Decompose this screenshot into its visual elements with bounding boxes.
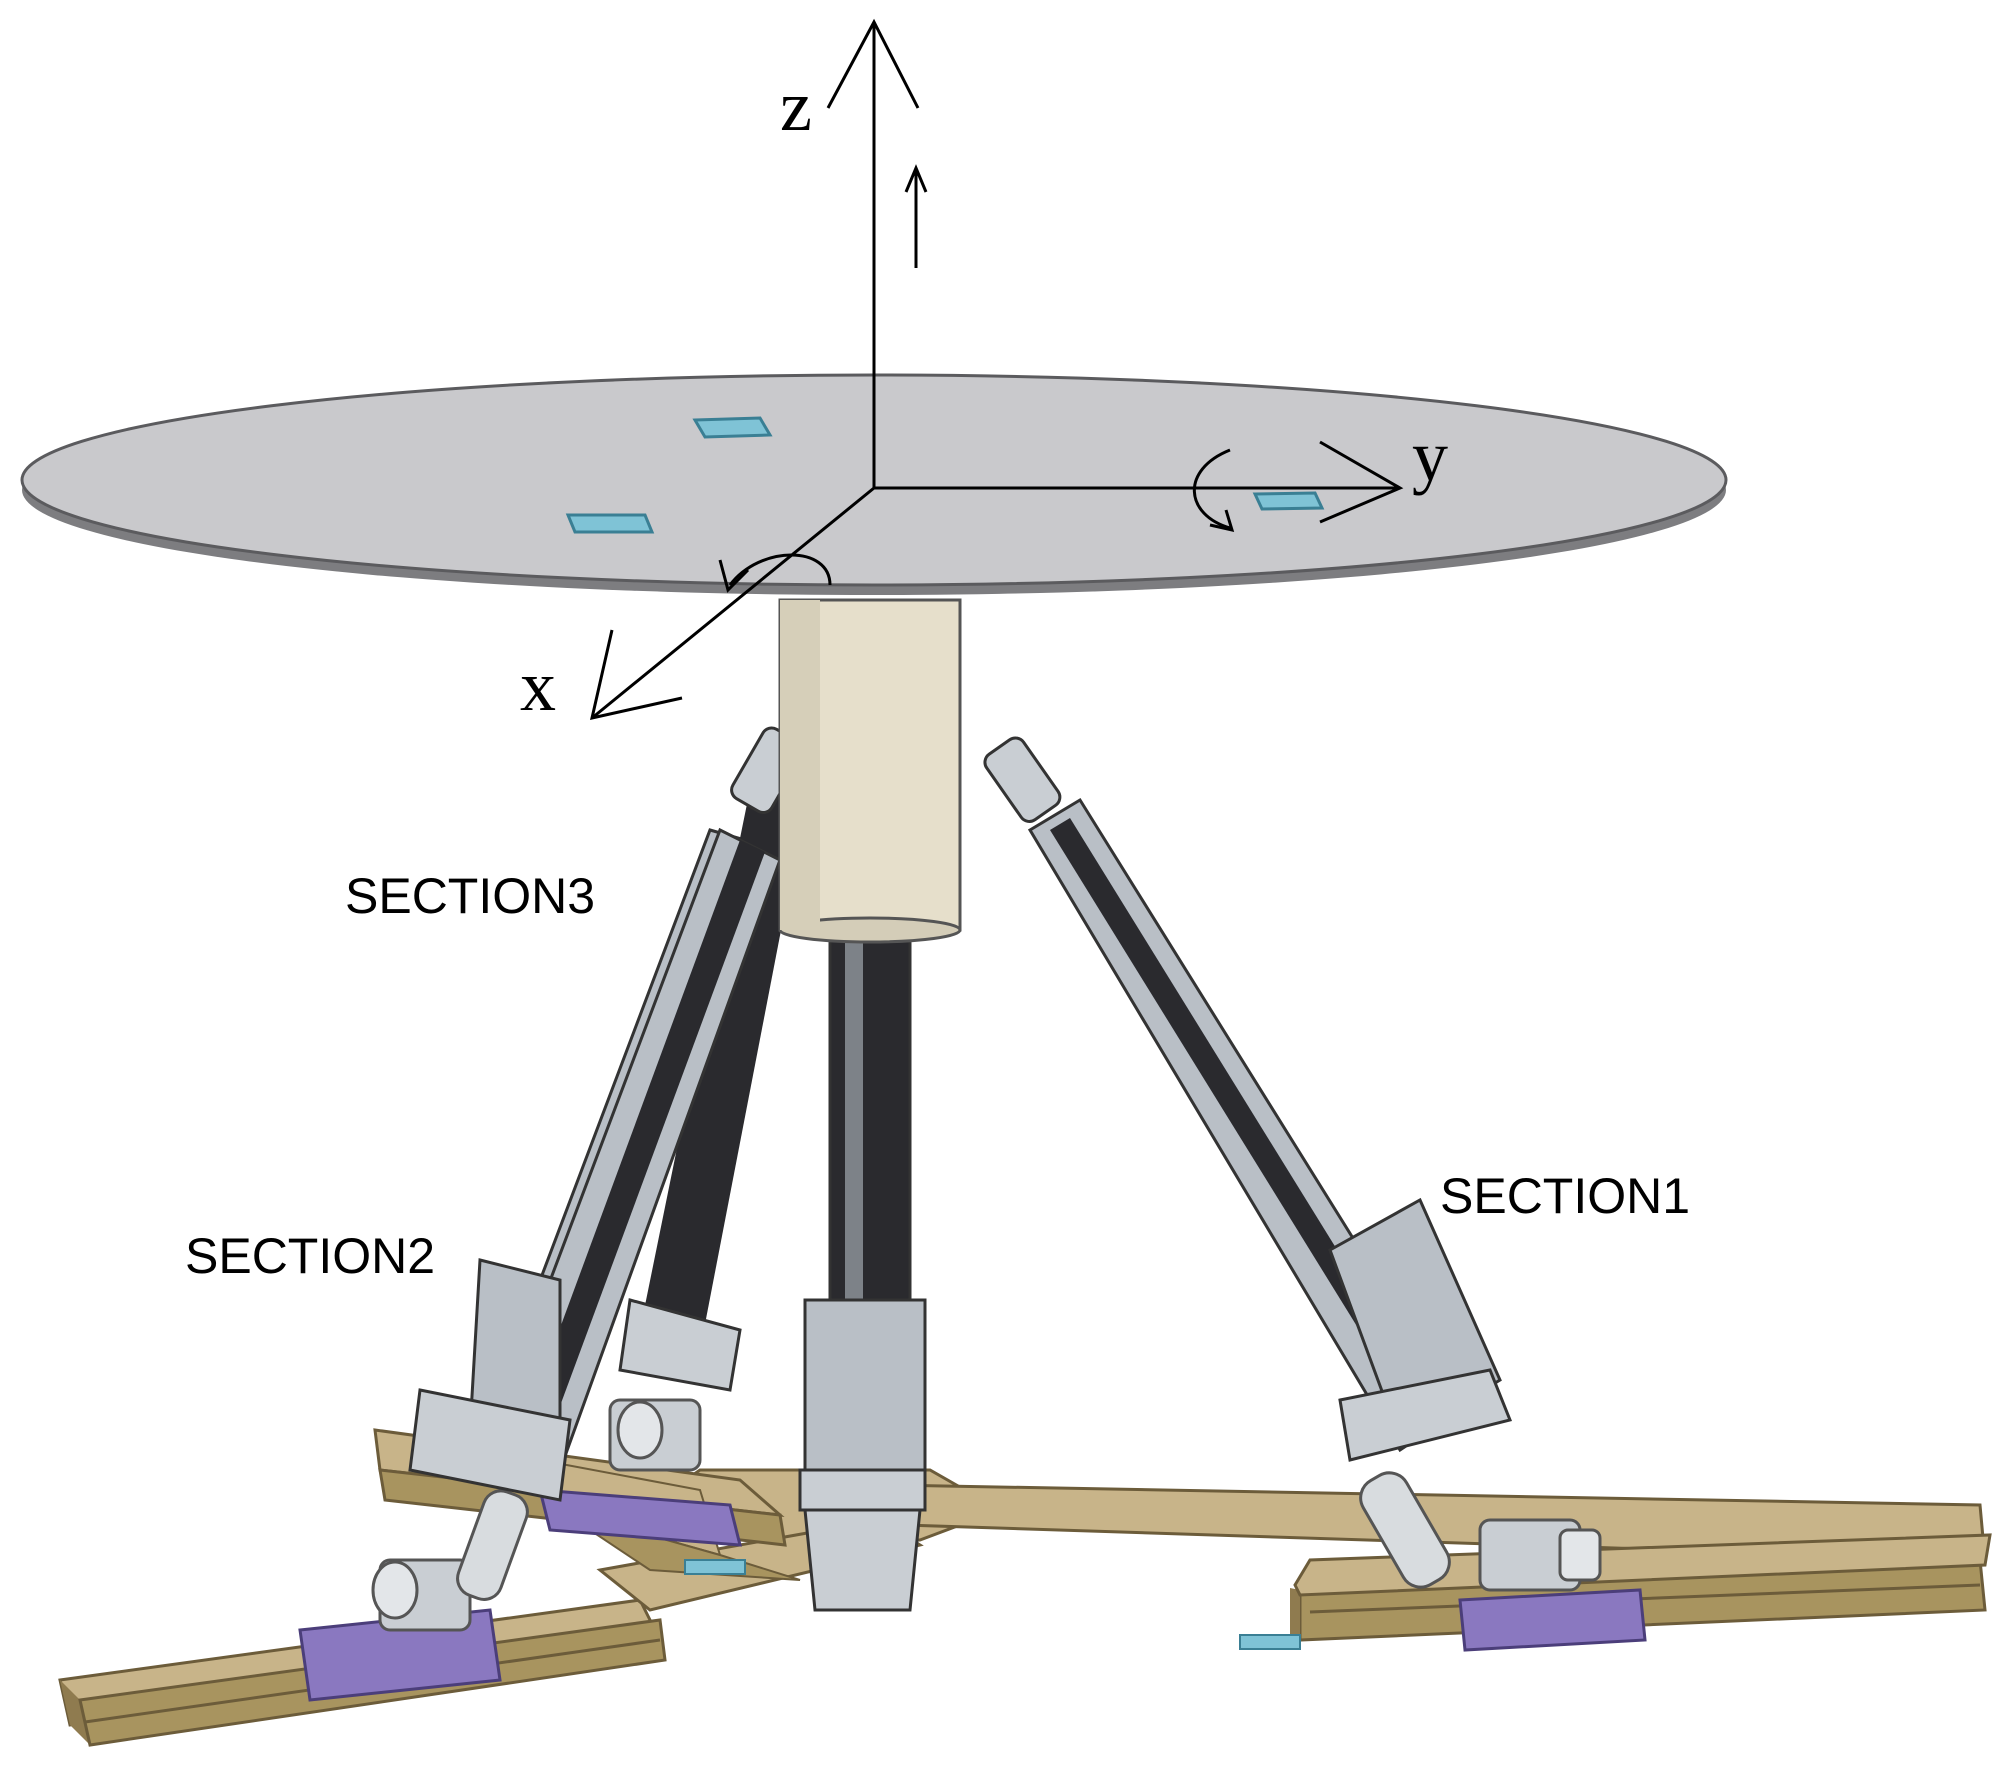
sliders [298, 1488, 1647, 1702]
slider-section1 [1458, 1588, 1647, 1652]
platform-pad-3 [1252, 491, 1325, 511]
coordinate-axes: z y x [520, 18, 1448, 726]
actuator-section1 [983, 736, 1513, 1462]
top-platform [20, 373, 1728, 595]
actuators [408, 726, 1513, 1612]
section-labels: SECTION1 SECTION2 SECTION3 [185, 868, 1690, 1284]
slider-section3 [538, 1488, 742, 1547]
z-axis-label: z [780, 66, 812, 146]
section3-label: SECTION3 [345, 868, 595, 924]
actuator-center [798, 918, 927, 1612]
x-axis [591, 486, 875, 720]
platform-pad-1 [692, 416, 773, 439]
lower-joints [371, 1398, 1602, 1632]
actuator-section2 [408, 827, 782, 1502]
central-column [778, 598, 962, 944]
joint-section1 [1359, 1471, 1602, 1592]
joint-section3 [608, 1398, 702, 1472]
y-rotation-arrow [1192, 448, 1231, 530]
base-rails [58, 1428, 1992, 1747]
platform-pad-2 [565, 513, 655, 534]
section1-label: SECTION1 [1440, 1168, 1690, 1224]
y-axis-label: y [1412, 416, 1448, 496]
section2-label: SECTION2 [185, 1228, 435, 1284]
x-axis-label: x [520, 646, 556, 726]
joint-section2 [371, 1489, 529, 1632]
x-rotation-arrow [728, 553, 832, 586]
